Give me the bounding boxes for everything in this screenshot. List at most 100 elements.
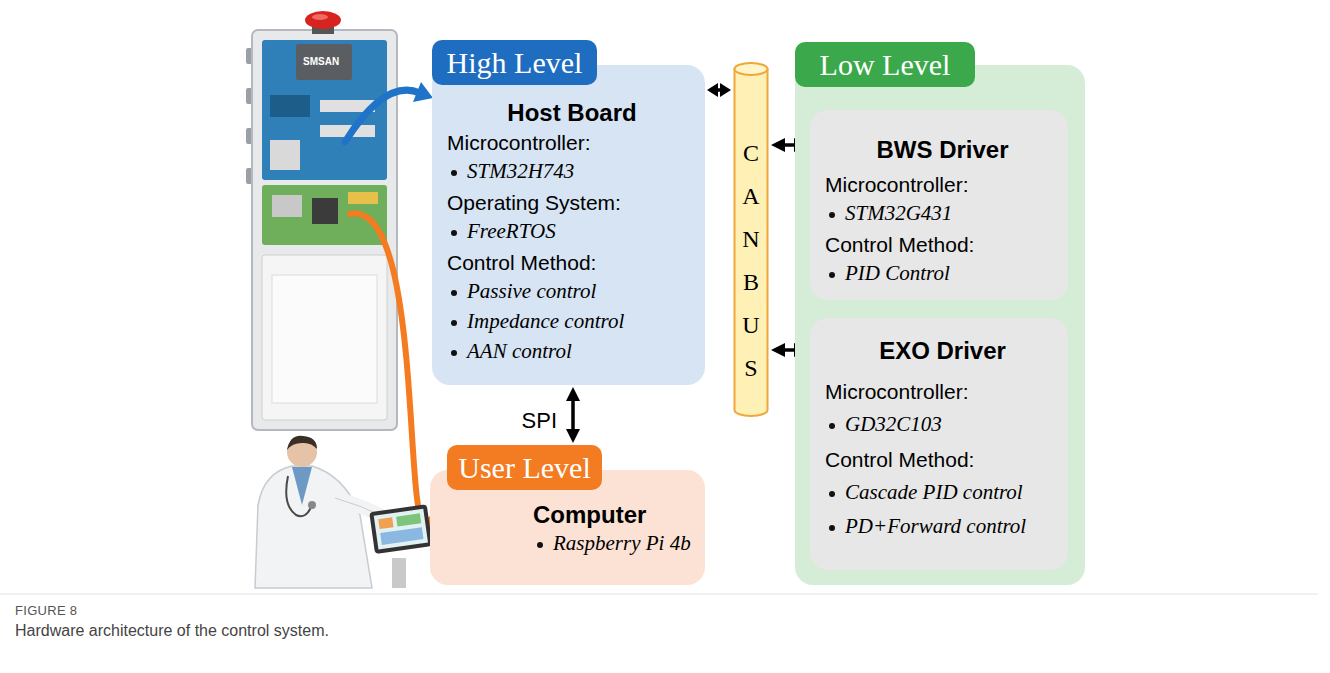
stethoscope: [286, 476, 312, 516]
field-name: Control Method:: [825, 230, 1060, 260]
bullet-item: Cascade PID control: [825, 477, 1060, 511]
shirt: [292, 467, 312, 505]
bullet-dot: [537, 542, 543, 548]
bullet-item: PD+Forward control: [825, 511, 1060, 545]
field-value: Passive control: [467, 279, 596, 303]
bullet-item: Impedance control: [447, 308, 697, 338]
figure-number: FIGURE 8: [15, 603, 77, 618]
coat: [255, 466, 372, 588]
separator: [0, 594, 1318, 595]
field-name: Microcontroller:: [447, 128, 697, 158]
arrow-head: [566, 429, 580, 443]
doctor-photo: [255, 436, 433, 588]
screen-tile: [380, 527, 423, 545]
bullet-dot: [829, 212, 835, 218]
field-name-text: Microcontroller:: [447, 131, 591, 154]
bullet-dot: [829, 272, 835, 278]
bullet-item: AAN control: [447, 338, 697, 368]
board-title: Computer: [533, 500, 701, 530]
bullet-dot: [451, 350, 457, 356]
chip-marking: SMSAN: [303, 56, 339, 67]
field-value: PID Control: [845, 261, 950, 285]
field-name-text: Control Method:: [447, 251, 596, 274]
button-shine: [312, 14, 328, 20]
pi-header: [348, 192, 378, 204]
level-panel: Low LevelBWS DriverMicrocontroller: STM32…: [795, 42, 1085, 585]
field-value: Impedance control: [467, 309, 624, 333]
pi-chip: [312, 198, 338, 224]
board-title-text: Host Board: [507, 99, 636, 126]
field-name: Microcontroller:: [825, 170, 1060, 200]
node-content: EXO DriverMicrocontroller: GD32C103Contro…: [825, 333, 1060, 545]
edge-label: SPI: [522, 409, 557, 433]
bullet-dot: [451, 230, 457, 236]
bullet-dot: [829, 525, 835, 531]
arrow-head: [720, 83, 731, 97]
field-name-text: Control Method:: [825, 233, 974, 256]
arrow-head: [707, 83, 718, 97]
bullet-item: Raspberry Pi 4b: [533, 530, 701, 560]
level-title: User Level: [458, 453, 590, 483]
field-name-text: Operating System:: [447, 191, 621, 214]
board-title: Host Board: [447, 98, 697, 128]
field-name: Control Method:: [825, 443, 1060, 477]
field-name-text: Microcontroller:: [825, 380, 969, 403]
board-title-text: BWS Driver: [876, 136, 1008, 163]
node-content: ComputerRaspberry Pi 4b: [533, 500, 701, 560]
board-title: EXO Driver: [825, 333, 1060, 369]
node-content: Host BoardMicrocontroller: STM32H743Opera…: [447, 98, 697, 368]
arrow-head: [771, 138, 785, 152]
pcb-part: [270, 95, 310, 117]
field-name: Control Method:: [447, 248, 697, 278]
pcb-part: [270, 140, 300, 170]
pointer-arrow: [350, 214, 423, 523]
level-panel: ComputerRaspberry Pi 4b User Level: [430, 445, 705, 585]
bullet-dot: [451, 170, 457, 176]
pointer-arrow: [345, 90, 420, 142]
pointer-head: [413, 82, 433, 102]
field-value: GD32C103: [845, 412, 942, 436]
level-tab: High Level: [432, 40, 597, 85]
board-title: BWS Driver: [825, 132, 1060, 168]
field-name: Microcontroller:: [825, 375, 1060, 409]
field-value: AAN control: [467, 339, 572, 363]
power-unit: [262, 255, 387, 420]
chip: [296, 44, 352, 80]
screen-tile: [396, 513, 421, 526]
tablet: [369, 504, 432, 554]
bullet-item: PID Control: [825, 260, 1060, 290]
bus-cylinder: CAN BUS: [733, 62, 769, 417]
bullet-item: STM32G431: [825, 200, 1060, 230]
level-tab: Low Level: [795, 42, 975, 87]
field-name: Operating System:: [447, 188, 697, 218]
emergency-button: [305, 11, 341, 29]
tablet-screen: [374, 509, 428, 550]
bullet-dot: [451, 290, 457, 296]
field-name-text: Microcontroller:: [825, 173, 969, 196]
bullet-dot: [451, 320, 457, 326]
connector-line: [571, 398, 575, 432]
node-content: BWS DriverMicrocontroller: STM32G431Contr…: [825, 132, 1060, 290]
field-value: Raspberry Pi 4b: [553, 531, 691, 555]
level-title: High Level: [447, 48, 583, 78]
screen-tile: [378, 517, 393, 529]
hair: [287, 436, 317, 450]
level-tab: User Level: [447, 445, 602, 490]
stethoscope-head: [308, 501, 316, 509]
tablet-stand: [392, 558, 406, 588]
bullet-dot: [829, 491, 835, 497]
board-title-text: EXO Driver: [879, 337, 1006, 364]
level-panel: Host BoardMicrocontroller: STM32H743Opera…: [432, 40, 705, 385]
field-value: STM32G431: [845, 201, 952, 225]
field-value: STM32H743: [467, 159, 574, 183]
bus-letters: CAN BUS: [739, 62, 763, 390]
field-value: FreeRTOS: [467, 219, 556, 243]
bullet-item: FreeRTOS: [447, 218, 697, 248]
arrow-head: [771, 343, 785, 357]
bullet-item: GD32C103: [825, 409, 1060, 443]
driver-box: BWS DriverMicrocontroller: STM32G431Contr…: [810, 110, 1068, 300]
field-name-text: Control Method:: [825, 448, 974, 471]
bullet-dot: [829, 423, 835, 429]
bullet-item: STM32H743: [447, 158, 697, 188]
